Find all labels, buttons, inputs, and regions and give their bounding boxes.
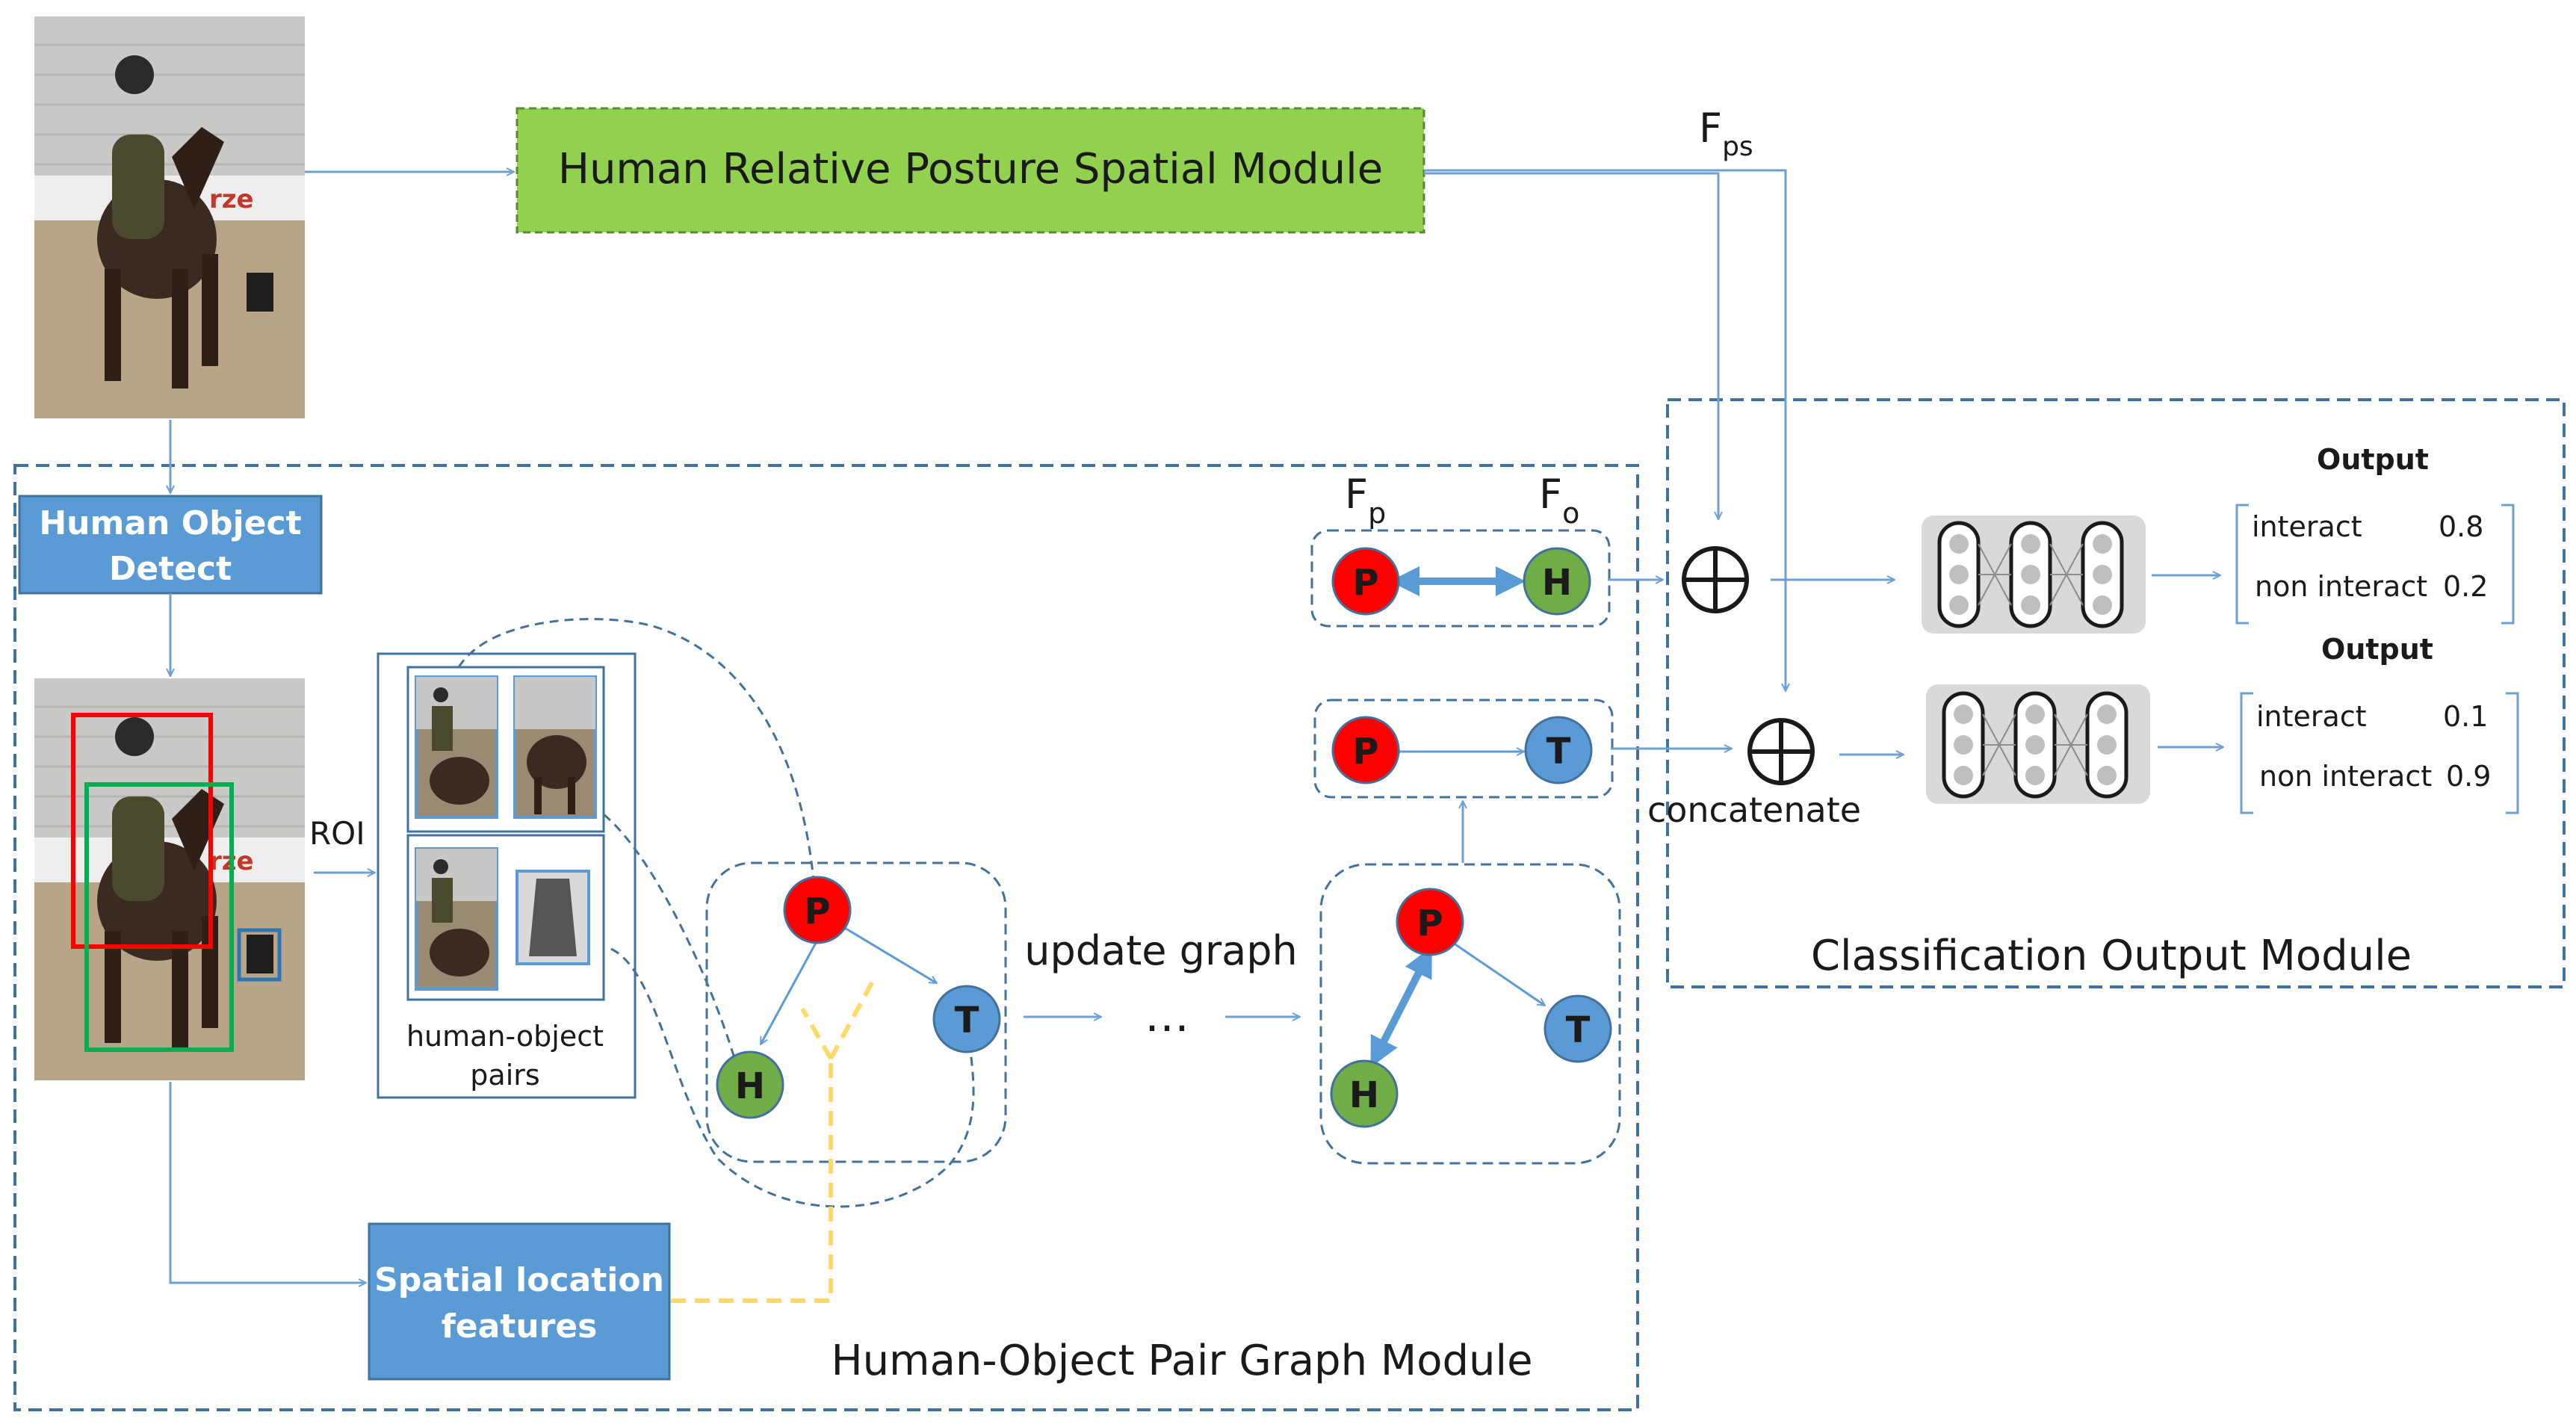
svg-text:pairs: pairs: [470, 1059, 539, 1092]
node-h-updated: H: [1330, 1059, 1399, 1128]
spatial-location-features-box: Spatial location features: [368, 1222, 671, 1381]
fp-label: Fp: [1345, 471, 1386, 530]
input-photo: rze: [34, 16, 305, 418]
graph-edges: [759, 752, 1545, 1044]
fps-label: Fps: [1699, 105, 1753, 162]
svg-text:Output: Output: [2317, 443, 2429, 476]
svg-text:H: H: [1542, 562, 1572, 604]
fo-label: Fo: [1539, 471, 1579, 530]
roi-label: ROI: [309, 815, 365, 852]
human-object-pairs-panel: human-object pairs: [377, 652, 637, 1099]
pair-to-graph-curves: [457, 618, 975, 1208]
node-p-updated: P: [1396, 888, 1464, 956]
svg-text:Output: Output: [2321, 633, 2433, 666]
posture-module: Human Relative Posture Spatial Module: [515, 107, 1425, 234]
node-h-fo: H: [1523, 547, 1591, 616]
svg-text:P: P: [1352, 731, 1378, 773]
object-bbox: [237, 928, 282, 982]
svg-text:Spatial location: Spatial location: [374, 1261, 664, 1299]
node-t-pair2: T: [1524, 716, 1593, 784]
svg-text:features: features: [442, 1307, 598, 1346]
svg-text:Human Object: Human Object: [39, 504, 301, 542]
svg-text:P: P: [1417, 903, 1443, 944]
graph-module-label: Human-Object Pair Graph Module: [831, 1337, 1532, 1385]
graph-module-border: [13, 464, 1639, 1411]
concat-symbol-bottom: [1747, 718, 1815, 785]
svg-text:P: P: [1352, 562, 1378, 604]
node-t-initial: T: [932, 985, 1001, 1053]
human-object-detect-box: Human Object Detect: [18, 495, 323, 595]
concatenate-label: concatenate: [1647, 790, 1861, 830]
posture-module-label: Human Relative Posture Spatial Module: [558, 145, 1383, 194]
graph-updated-border: [1319, 863, 1621, 1165]
update-graph-label: update graph: [1024, 927, 1298, 974]
node-p-pair2: P: [1331, 716, 1400, 784]
svg-text:Fo: Fo: [1539, 471, 1579, 530]
svg-text:T: T: [1546, 731, 1571, 773]
fp-fo-pair-border: [1310, 529, 1611, 628]
svg-text:Fp: Fp: [1345, 471, 1386, 530]
svg-text:T: T: [955, 1000, 979, 1041]
connectors: [170, 170, 2223, 1283]
output-panel-bottom: Output interact 0.1 non interact 0.9: [2240, 633, 2519, 814]
svg-text:P: P: [804, 891, 830, 932]
neural-net-icon-bottom: [1926, 684, 2150, 804]
svg-text:H: H: [1349, 1074, 1379, 1116]
svg-text:human-object: human-object: [406, 1020, 604, 1053]
svg-text:0.8: 0.8: [2439, 510, 2483, 543]
output-panel-top: Output interact 0.8 non interact 0.2: [2235, 443, 2515, 625]
svg-text:non interact: non interact: [2255, 570, 2427, 603]
horse-bbox: [84, 782, 234, 1052]
strong-edges: [1370, 566, 1526, 1068]
svg-text:rze: rze: [209, 185, 254, 214]
svg-text:0.9: 0.9: [2446, 760, 2491, 793]
svg-text:Detect: Detect: [109, 550, 232, 588]
node-h-initial: H: [716, 1050, 784, 1119]
ellipsis: …: [1145, 990, 1189, 1042]
detection-photo: rze: [34, 678, 305, 1080]
neural-net-icon-top: [1922, 516, 2146, 634]
node-t-updated: T: [1544, 994, 1612, 1063]
svg-text:non interact: non interact: [2259, 760, 2432, 793]
svg-text:T: T: [1566, 1009, 1591, 1051]
graph-initial-border: [705, 861, 1007, 1163]
node-p-initial: P: [783, 876, 852, 944]
svg-text:0.1: 0.1: [2443, 700, 2488, 733]
svg-text:H: H: [735, 1065, 765, 1107]
svg-text:Fps: Fps: [1699, 105, 1753, 162]
svg-text:interact: interact: [2256, 700, 2367, 733]
classification-module-label: Classification Output Module: [1811, 932, 2412, 980]
svg-text:interact: interact: [2252, 510, 2362, 543]
node-p-fp: P: [1331, 547, 1400, 616]
human-bbox: [71, 713, 213, 949]
classification-module-border: [1666, 398, 2566, 988]
concat-symbol-top: [1682, 546, 1749, 613]
spatial-feature-path: [671, 977, 876, 1303]
svg-text:0.2: 0.2: [2443, 570, 2488, 603]
